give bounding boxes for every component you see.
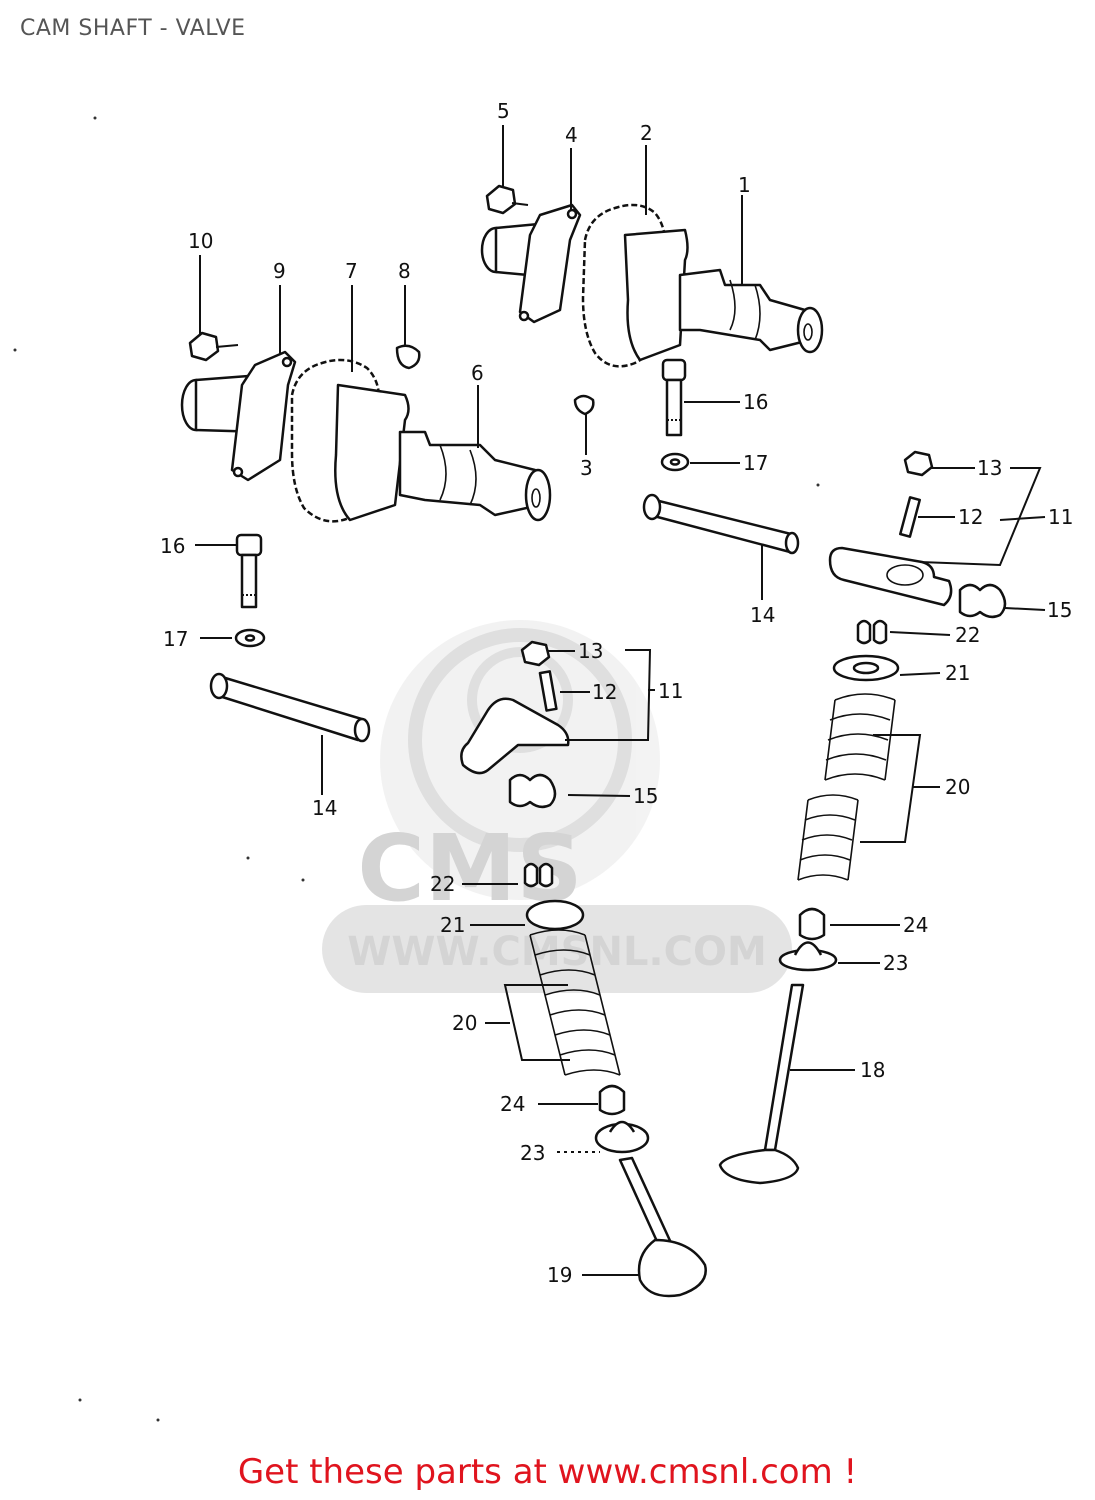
callout-15-right: 15	[1047, 598, 1072, 622]
callout-20-right: 20	[945, 775, 970, 799]
callout-3: 3	[580, 456, 593, 480]
callout-19: 19	[547, 1263, 572, 1287]
callout-21-left: 21	[440, 913, 465, 937]
valve-stack-left	[523, 862, 707, 1298]
callout-17-right: 17	[743, 451, 768, 475]
watermark: CMS WWW.CMSNL.COM	[322, 620, 792, 993]
callout-18: 18	[860, 1058, 885, 1082]
callout-16-left: 16	[160, 534, 185, 558]
callout-15-left: 15	[633, 784, 658, 808]
callout-4: 4	[565, 123, 578, 147]
callout-16-right: 16	[743, 390, 768, 414]
callout-11-left: 11	[658, 679, 683, 703]
callout-12-right: 12	[958, 505, 983, 529]
callout-23-left: 23	[520, 1141, 545, 1165]
callout-21-right: 21	[945, 661, 970, 685]
callout-7: 7	[345, 259, 358, 283]
callout-22-left: 22	[430, 872, 455, 896]
callout-13-right: 13	[977, 456, 1002, 480]
scan-specks	[13, 116, 820, 1422]
callout-14-left: 14	[312, 796, 337, 820]
callout-20-left: 20	[452, 1011, 477, 1035]
page-title: CAM SHAFT - VALVE	[20, 16, 246, 41]
callout-24-left: 24	[500, 1092, 525, 1116]
callout-24-right: 24	[903, 913, 928, 937]
callout-6: 6	[471, 361, 484, 385]
rocker-assembly-right	[642, 358, 1007, 619]
callout-5: 5	[497, 99, 510, 123]
callout-17-left: 17	[163, 627, 188, 651]
callout-2: 2	[640, 121, 653, 145]
callout-10: 10	[188, 229, 213, 253]
callout-11-right: 11	[1048, 505, 1073, 529]
callout-22-right: 22	[955, 623, 980, 647]
leader-lines	[195, 125, 1046, 1276]
callout-14-right: 14	[750, 603, 775, 627]
callout-labels: 5 4 2 1 10 9 7 8 6 3 16 17 13 12 11 14 1…	[160, 99, 1073, 1287]
callout-23-right: 23	[883, 951, 908, 975]
callout-1: 1	[738, 173, 751, 197]
rocker-assembly-left	[209, 533, 570, 809]
watermark-url-text: WWW.CMSNL.COM	[347, 929, 767, 975]
callout-13-left: 13	[578, 639, 603, 663]
exploded-parts-diagram: CMS WWW.CMSNL.COM	[13, 99, 1073, 1422]
valve-stack-right	[718, 619, 900, 1185]
camshaft-upper	[480, 184, 824, 368]
callout-9: 9	[273, 259, 286, 283]
callout-8: 8	[398, 259, 411, 283]
get-parts-link[interactable]: Get these parts at www.cmsnl.com !	[237, 1452, 858, 1492]
callout-12-left: 12	[592, 680, 617, 704]
camshaft-lower	[180, 331, 595, 523]
